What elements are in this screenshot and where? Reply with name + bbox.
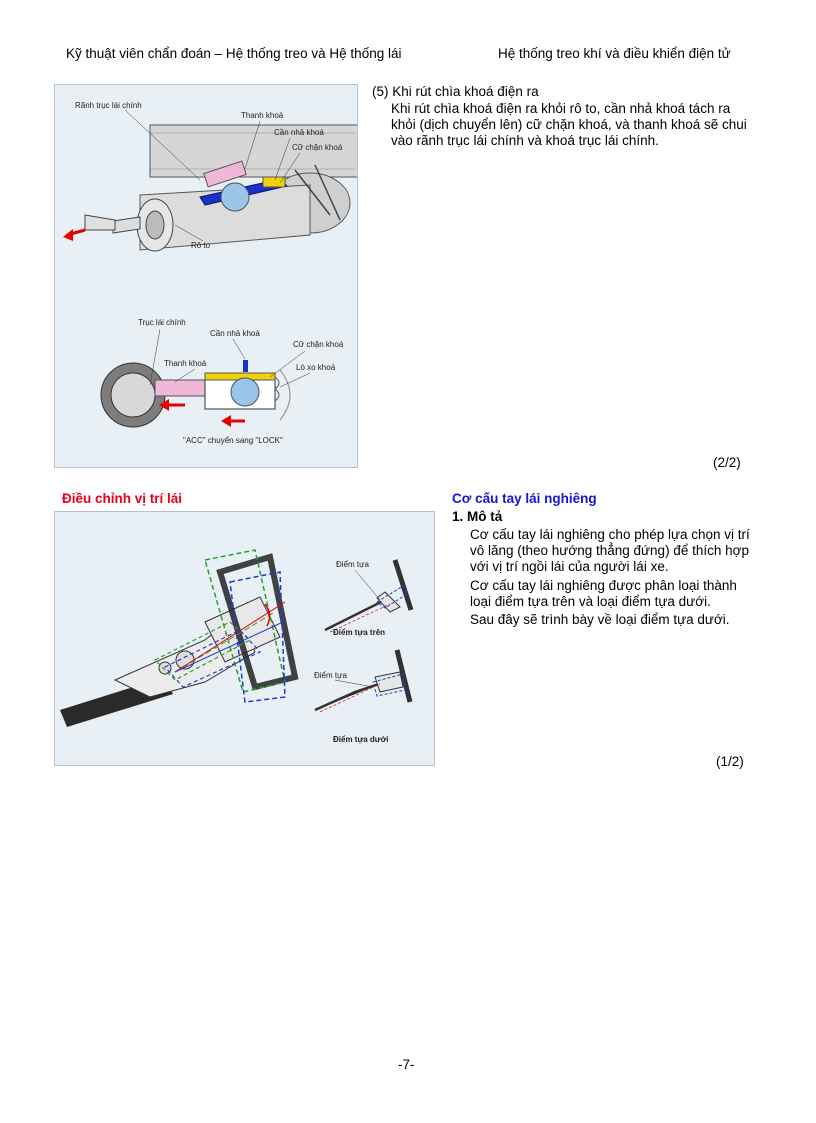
- step-title: (5) Khi rút chìa khoá điện ra: [372, 84, 762, 100]
- label-pivot-bottom: Điểm tựa: [314, 671, 347, 680]
- upper-pivot-drawing: [325, 560, 411, 632]
- label-lock-stopper: Cữ chặn khoá: [292, 143, 343, 152]
- paragraph-1: Cơ cấu tay lái nghiêng cho phép lựa chọn…: [470, 527, 755, 575]
- paragraph-2: Cơ cấu tay lái nghiêng được phân loại th…: [470, 578, 755, 610]
- tilt-column-drawing: [60, 550, 295, 727]
- paragraph-3: Sau đây sẽ trình bày về loại điểm tựa dư…: [470, 612, 755, 628]
- label-pivot-top: Điểm tựa: [336, 560, 369, 569]
- label-main-shaft: Trục lái chính: [138, 318, 186, 327]
- label-lock-spring: Lò xo khoá: [296, 363, 336, 372]
- label-upper-pivot: Điểm tựa trên: [333, 628, 385, 637]
- label-main-shaft-groove: Rãnh trục lái chính: [75, 101, 142, 110]
- step-body: Khi rút chìa khoá điện ra khỏi rô to, cầ…: [391, 101, 751, 149]
- page-marker-1: (2/2): [713, 455, 741, 471]
- page-number: -7-: [398, 1057, 415, 1073]
- label-release-lever: Cần nhả khoá: [274, 128, 324, 137]
- ignition-lock-figure: Rãnh trục lái chính Thanh khoá Cần nhả k…: [54, 84, 358, 468]
- left-heading: Điều chỉnh vị trí lái: [62, 491, 182, 506]
- label-lock-bar: Thanh khoá: [241, 111, 284, 120]
- lower-pivot-drawing: [315, 650, 410, 712]
- label-lock-stopper-2: Cữ chặn khoá: [293, 340, 344, 349]
- lock-mechanism-section-drawing: [101, 360, 290, 427]
- subheading: 1. Mô tả: [452, 509, 502, 525]
- label-rotor: Rô to: [191, 241, 211, 250]
- label-acc-to-lock: "ACC" chuyển sang "LOCK": [183, 436, 283, 445]
- header-left: Kỹ thuật viên chẩn đoán – Hệ thống treo …: [66, 46, 401, 61]
- page-marker-2: (1/2): [716, 754, 744, 770]
- tilt-steering-figure: Điểm tựa Điểm tựa trên Điểm tựa Điểm tựa…: [54, 511, 435, 766]
- header-right: Hệ thống treo khí và điều khiển điện tử: [498, 46, 731, 61]
- right-heading: Cơ cấu tay lái nghiêng: [452, 491, 597, 506]
- label-lower-pivot: Điểm tựa dưới: [333, 735, 389, 744]
- label-release-lever-2: Cần nhả khoá: [210, 329, 260, 338]
- label-lock-bar-2: Thanh khoá: [164, 359, 207, 368]
